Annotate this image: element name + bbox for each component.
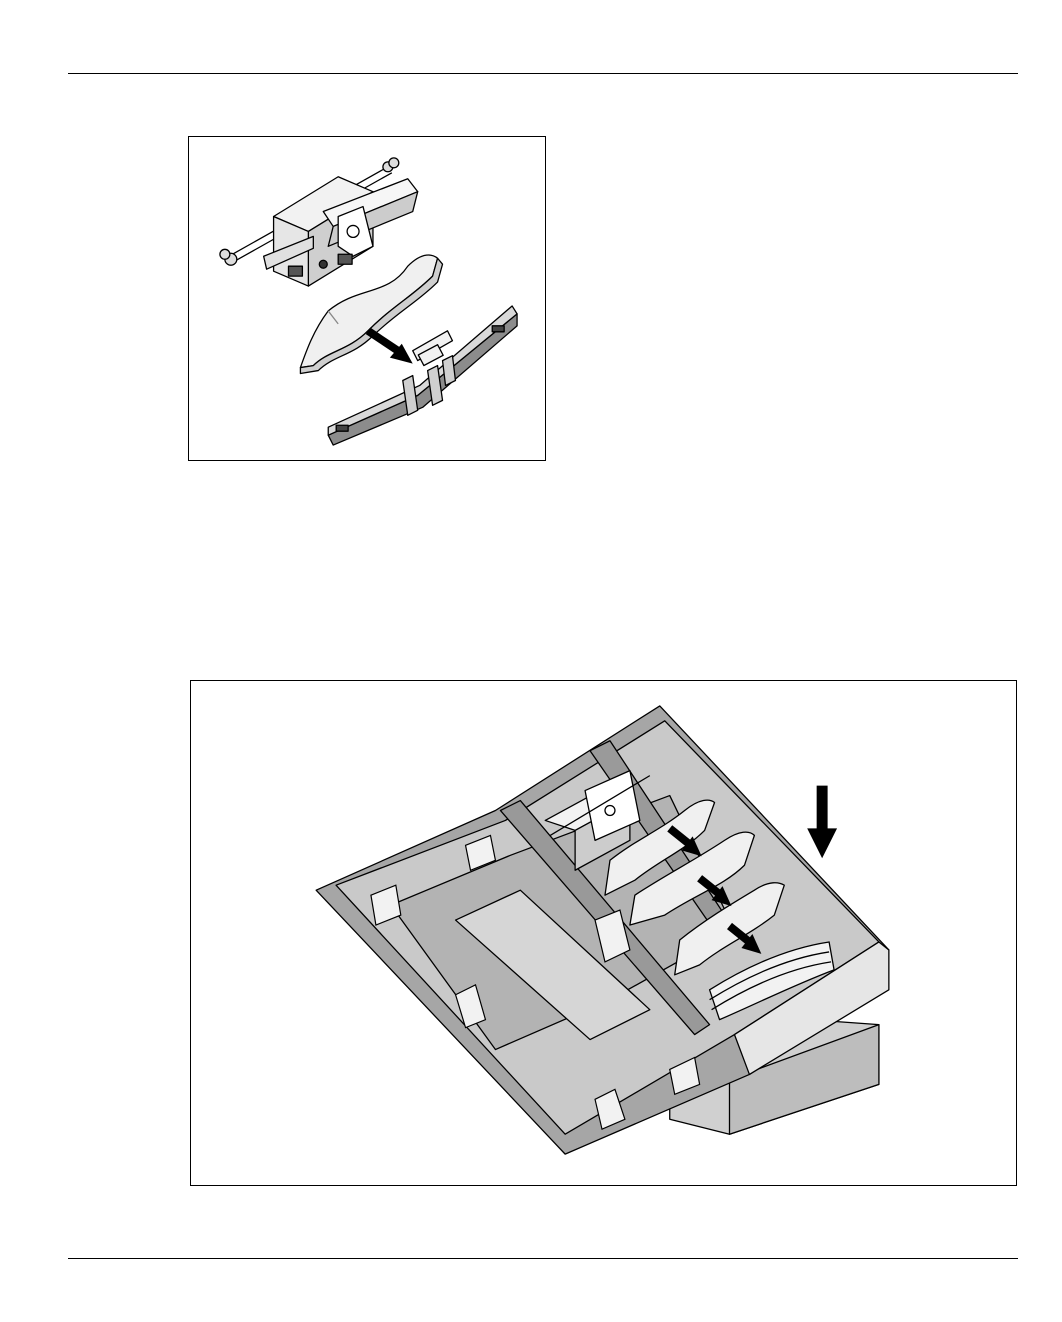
insert-arrow-icon [667,825,702,857]
rear-carriage [544,769,651,871]
insert-arrow-icon [365,327,413,364]
insert-arrow-icon [697,875,732,907]
press-down-arrow-icon [807,785,838,859]
guide-carriage [262,176,419,287]
separator-plate [299,254,444,375]
figure-2-frame [190,680,1017,1186]
header-rule [68,73,1018,74]
insert-arrow-icon [727,922,762,954]
figure-2-illustration [315,705,890,1155]
figure-1-frame [188,136,546,461]
base-bracket [327,305,518,446]
figure-1-illustration [219,157,518,446]
footer-rule [68,1258,1018,1259]
axle-rod [219,157,400,266]
tray-clips [370,834,701,1131]
